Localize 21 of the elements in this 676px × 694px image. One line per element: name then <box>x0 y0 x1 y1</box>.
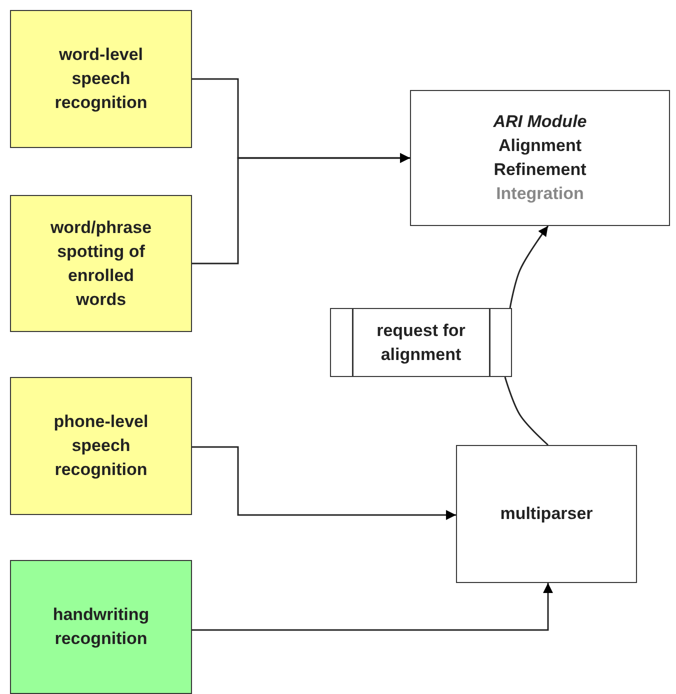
arrow <box>192 583 553 631</box>
message-box <box>330 308 512 377</box>
node-label: Integration <box>496 183 584 205</box>
arrow <box>192 153 410 264</box>
recognizer-box <box>10 195 192 332</box>
node-label: Alignment <box>498 135 582 157</box>
module-title: ARI Module <box>493 111 587 133</box>
arrow <box>192 446 456 520</box>
node-label: word/phrase spotting of enrolled words <box>49 216 153 310</box>
node-label: request for alignment <box>376 320 466 366</box>
node-label: handwriting recognition <box>52 604 150 650</box>
recognizer-box <box>10 10 192 148</box>
process-box <box>456 445 637 583</box>
node-label: phone-level speech recognition <box>52 411 150 481</box>
node-label: Refinement <box>494 159 586 181</box>
node-label: word-level speech recognition <box>54 44 148 114</box>
module-box <box>410 90 670 226</box>
recognizer-box <box>10 377 192 515</box>
node-label: multiparser <box>500 503 593 525</box>
arrow <box>509 226 549 308</box>
recognizer-box <box>10 560 192 694</box>
